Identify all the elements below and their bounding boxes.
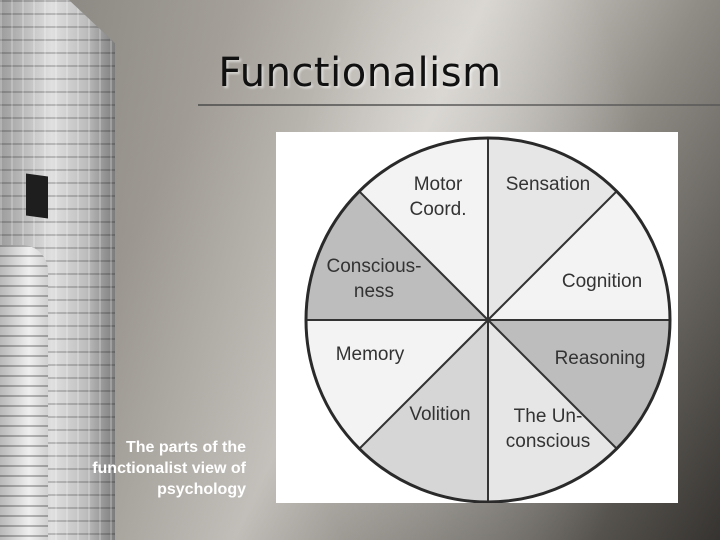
segment-label-cognition: Cognition — [562, 271, 642, 292]
segment-label-memory: Memory — [336, 344, 405, 365]
diagram-caption: The parts of the functionalist view of p… — [92, 439, 246, 498]
segment-label-volition: Volition — [409, 404, 470, 425]
title-divider — [198, 104, 720, 106]
segment-label-unconscious: The Un-conscious — [506, 406, 591, 452]
segment-label-sensation: Sensation — [506, 174, 591, 195]
slide-title: Functionalism — [218, 50, 502, 96]
wheel-outline — [304, 136, 672, 503]
segment-label-reasoning: Reasoning — [555, 348, 646, 369]
building-photo-lower — [0, 245, 48, 540]
building-window — [26, 173, 48, 219]
segment-label-consciousness: Conscious-ness — [326, 256, 421, 302]
